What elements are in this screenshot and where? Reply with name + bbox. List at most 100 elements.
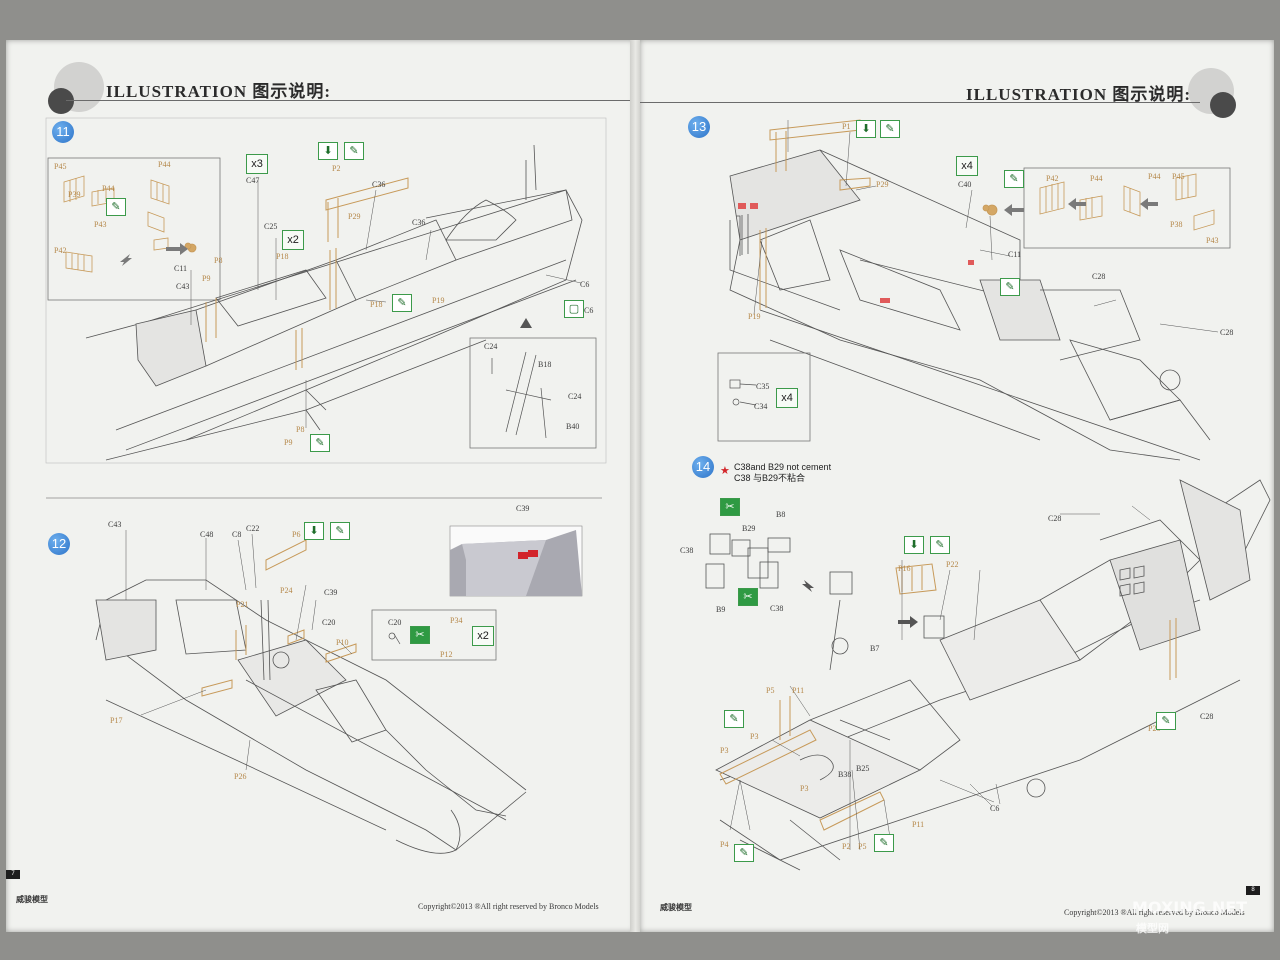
- cement-down-icon: ⬇: [904, 536, 924, 554]
- label-c28-b: C28: [1220, 328, 1234, 337]
- label-p44-a: P44: [1090, 174, 1103, 183]
- label-p18-a: P18: [276, 252, 289, 261]
- label-c20-b: C20: [388, 618, 402, 627]
- label-p44-a: P44: [158, 160, 171, 169]
- right-page-line-art: [705, 119, 1271, 871]
- label-p39: P39: [68, 190, 81, 199]
- label-c36-b: C36: [412, 218, 426, 227]
- label-p42: P42: [54, 246, 67, 255]
- label-p21: P21: [236, 600, 249, 609]
- label-p3-b: P3: [750, 732, 759, 741]
- label-p2: P2: [842, 842, 851, 851]
- label-c43-a: C43: [176, 282, 190, 291]
- page-title-right: ILLUSTRATION 图示说明:: [966, 85, 1192, 104]
- label-p19: P19: [748, 312, 761, 321]
- label-p44-b: P44: [102, 184, 115, 193]
- label-b25: B25: [856, 764, 870, 773]
- label-p3-c: P3: [800, 784, 809, 793]
- step-14-note-en: C38and B29 not cement: [734, 462, 832, 472]
- glue-icon: ✎: [310, 434, 330, 452]
- label-c6: C6: [990, 804, 1000, 813]
- label-p12: P12: [440, 650, 453, 659]
- glue-icon: ✎: [1004, 170, 1024, 188]
- label-p45: P45: [1172, 172, 1185, 181]
- label-c6-b: C6: [584, 306, 594, 315]
- glue-icon: ✎: [930, 536, 950, 554]
- footer-brand-left: 威骏模型: [16, 895, 48, 904]
- drill-hole-icon: ✂: [410, 626, 430, 644]
- label-p8-b: P8: [296, 425, 305, 434]
- label-p16: P16: [898, 564, 911, 573]
- label-c28-a: C28: [1092, 272, 1106, 281]
- label-b7: B7: [870, 644, 880, 653]
- page-number-right: 8: [1246, 886, 1260, 895]
- glue-icon: ✎: [344, 142, 364, 160]
- glue-icon: ✎: [392, 294, 412, 312]
- left-page: ILLUSTRATION 图示说明: 11 12: [6, 40, 634, 932]
- label-c36-a: C36: [372, 180, 386, 189]
- label-p8-a: P8: [214, 256, 223, 265]
- watermark-cn: 模型网: [1136, 922, 1169, 935]
- glue-icon: ✎: [880, 120, 900, 138]
- multiplier-x2: x2: [472, 626, 494, 646]
- label-c11: C11: [174, 264, 188, 273]
- label-p1: P1: [842, 122, 851, 131]
- label-c6: C6: [580, 280, 590, 289]
- footer-copyright-left: Copyright©2013 ®All right reserved by Br…: [418, 902, 599, 911]
- label-b40: B40: [566, 422, 580, 431]
- label-p11-b: P11: [912, 820, 925, 829]
- watermark-logo: MOXING.NET: [1132, 898, 1248, 917]
- footer-copyright-right: Copyright©2013 ®All right reserved by Br…: [1064, 908, 1245, 917]
- label-p4: P4: [720, 840, 729, 849]
- label-p24: P24: [280, 586, 293, 595]
- label-c28-c: C28: [1048, 514, 1062, 523]
- multiplier-x4: x4: [776, 388, 798, 408]
- label-p34: P34: [450, 616, 463, 625]
- glue-icon: ✎: [106, 198, 126, 216]
- label-p22: P22: [946, 560, 959, 569]
- label-p10: P10: [336, 638, 349, 647]
- label-c34: C34: [754, 402, 768, 411]
- label-p5-b: P5: [858, 842, 867, 851]
- label-p11-a: P11: [792, 686, 805, 695]
- label-p19: P19: [432, 296, 445, 305]
- header-circle-dark: [1210, 92, 1236, 118]
- footer-brand-right: 威骏模型: [660, 903, 692, 912]
- label-c38-b: C38: [770, 604, 784, 613]
- step-14-note-cn: C38 与B29不粘合: [734, 473, 806, 483]
- label-b38: B38: [838, 770, 852, 779]
- label-p43: P43: [1206, 236, 1219, 245]
- step-13-badge: 13: [688, 116, 710, 138]
- left-page-line-art: [45, 117, 607, 854]
- do-not-cement-icon: ✂: [738, 588, 758, 606]
- label-c47: C47: [246, 176, 260, 185]
- label-c35: C35: [756, 382, 770, 391]
- label-c43-b: C43: [108, 520, 122, 529]
- label-c25: C25: [264, 222, 278, 231]
- label-p17: P17: [110, 716, 123, 725]
- part-box-icon: ▢: [564, 300, 584, 318]
- header-rule: [66, 100, 634, 101]
- glue-icon: ✎: [724, 710, 744, 728]
- label-p45: P45: [54, 162, 67, 171]
- glue-icon: ✎: [874, 834, 894, 852]
- label-p3-a: P3: [720, 746, 729, 755]
- label-c38-a: C38: [680, 546, 694, 555]
- glue-icon: ✎: [330, 522, 350, 540]
- label-p6: P6: [292, 530, 301, 539]
- warning-star-icon: ★: [720, 464, 730, 477]
- cement-down-icon: ⬇: [304, 522, 324, 540]
- label-c48: C48: [200, 530, 214, 539]
- label-p5-a: P5: [766, 686, 775, 695]
- label-p20: P20: [1148, 724, 1161, 733]
- label-p42: P42: [1046, 174, 1059, 183]
- cement-down-icon: ⬇: [318, 142, 338, 160]
- label-c8: C8: [232, 530, 242, 539]
- label-p9-a: P9: [202, 274, 211, 283]
- label-b29: B29: [742, 524, 756, 533]
- glue-icon: ✎: [1156, 712, 1176, 730]
- header-rule: [640, 102, 1200, 103]
- label-b9: B9: [716, 605, 726, 614]
- label-p44-b: P44: [1148, 172, 1161, 181]
- label-c24-b: C24: [568, 392, 582, 401]
